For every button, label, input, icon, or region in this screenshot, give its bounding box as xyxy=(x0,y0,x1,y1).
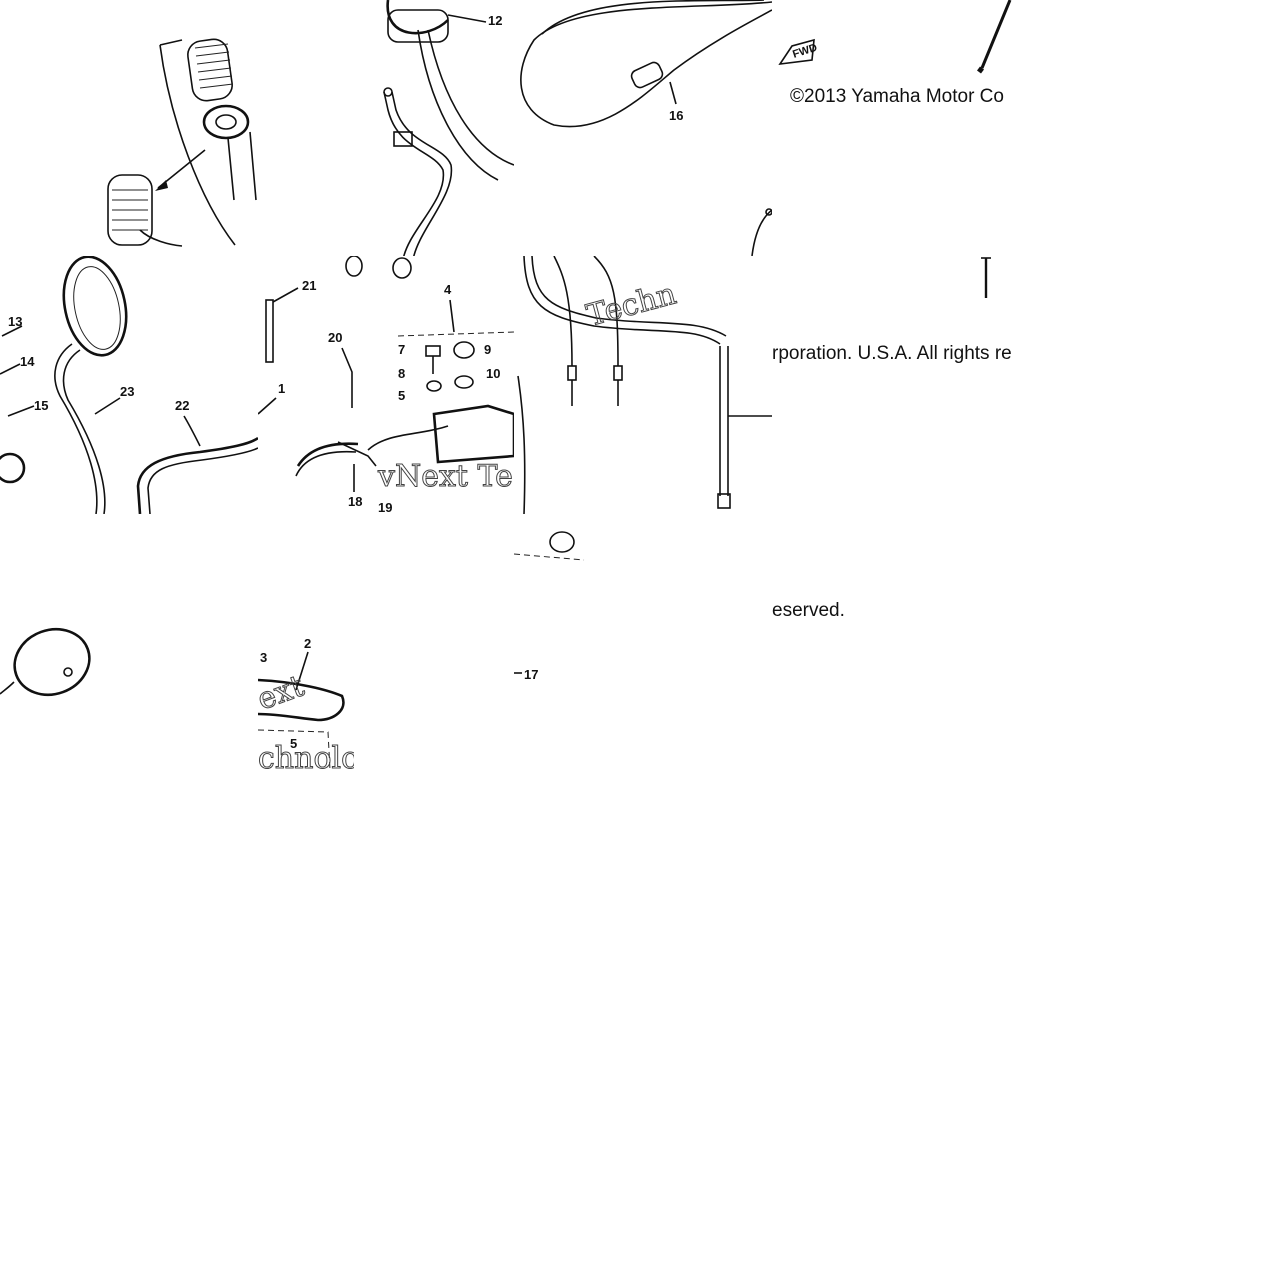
callout-3: 3 xyxy=(260,650,267,665)
callout-4: 4 xyxy=(444,282,452,297)
callout-6: 5 xyxy=(290,736,297,751)
callout-12: 12 xyxy=(488,13,502,28)
tile-cables: Techn xyxy=(514,256,772,514)
tile-grips xyxy=(0,0,258,256)
callout-15: 15 xyxy=(34,398,48,413)
copyright-part-2: rporation. U.S.A. All rights re xyxy=(772,343,1012,364)
watermark-2: Techn xyxy=(583,276,680,333)
callout-21: 21 xyxy=(302,278,316,293)
copyright-part-3: eserved. xyxy=(772,600,845,621)
callout-22: 22 xyxy=(175,398,189,413)
fwd-arrow-icon xyxy=(778,38,815,66)
callout-20: 20 xyxy=(328,330,342,345)
callout-8: 8 xyxy=(398,366,405,381)
callout-9: 9 xyxy=(484,342,491,357)
callout-17-group: 17 xyxy=(514,667,538,682)
lever-cable-drawing: 12 xyxy=(383,0,514,256)
callout-14: 14 xyxy=(20,354,35,369)
copyright-part-1: ©2013 Yamaha Motor Co xyxy=(790,86,1004,107)
callout-5: 5 xyxy=(398,388,405,403)
callout-2: 2 xyxy=(304,636,311,651)
callout-18: 18 xyxy=(348,494,362,509)
cable-16-drawing: 16 xyxy=(520,0,772,256)
watermark-1: vNext Te xyxy=(377,459,513,494)
callout-19: 19 xyxy=(378,500,392,514)
callout-13: 13 xyxy=(8,314,22,329)
tile-grip-2: 3 2 5 chnolo ext xyxy=(258,620,354,770)
lever-end-drawing xyxy=(514,531,585,561)
tile-mirror-2 xyxy=(0,620,100,700)
tile-lever-cable: 12 xyxy=(258,0,514,256)
cables-drawing: Techn xyxy=(517,256,772,514)
callout-17: 17 xyxy=(524,667,538,682)
mirror-drawing: 13 14 15 23 22 xyxy=(0,256,258,514)
callout-16: 16 xyxy=(669,108,683,123)
callout-23: 23 xyxy=(120,384,134,399)
grips-drawing xyxy=(107,38,257,247)
grip-2-drawing: 3 2 5 chnolo ext xyxy=(258,636,354,770)
tile-mirror: 13 14 15 23 22 xyxy=(0,256,258,514)
bolt-icon xyxy=(981,257,991,298)
watermark-3: chnolo xyxy=(258,741,354,770)
tile-lever-end xyxy=(514,514,610,564)
callout-7: 7 xyxy=(398,342,405,357)
tile-cable-16: 16 xyxy=(514,0,772,256)
callout-1: 1 xyxy=(278,381,285,396)
tile-lever-assembly: 21 20 1 4 7 9 8 10 5 18 19 vNext Te xyxy=(258,256,514,514)
fwd-drawing: FWD xyxy=(778,0,1012,74)
callout-10: 10 xyxy=(486,366,500,381)
tile-fwd: FWD xyxy=(772,0,1028,84)
mirror-2-drawing xyxy=(0,627,91,697)
lever-assembly-drawing: 21 20 1 4 7 9 8 10 5 18 19 vNext Te xyxy=(258,256,514,514)
